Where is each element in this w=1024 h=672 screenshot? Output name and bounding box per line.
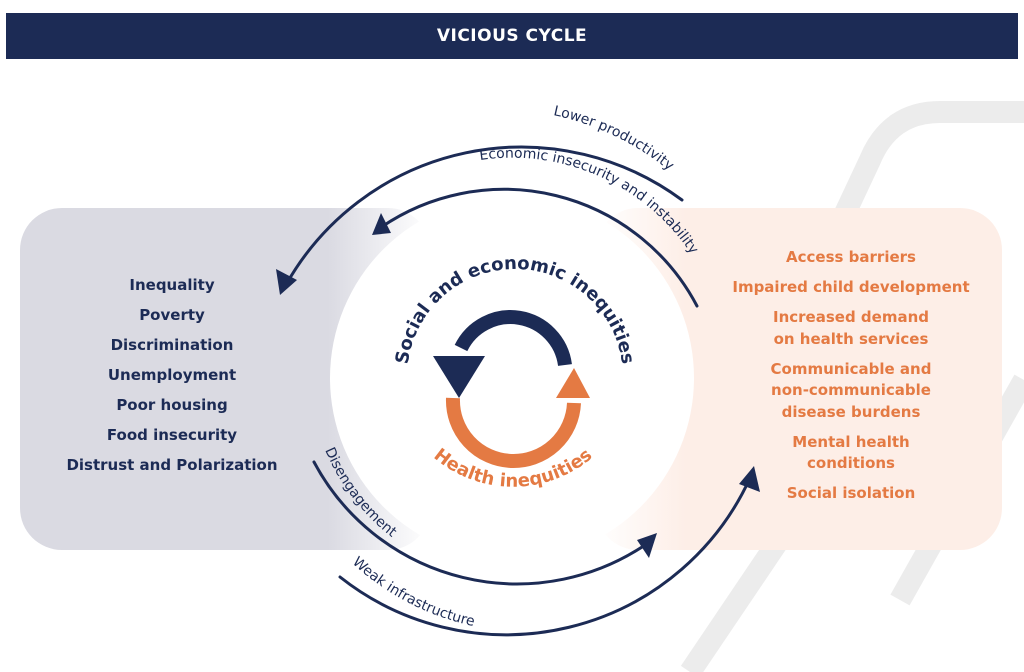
right-box xyxy=(596,208,1002,550)
cycle-arrowhead-navy xyxy=(433,356,485,398)
header-title: VICIOUS CYCLE xyxy=(436,26,588,46)
arrow-lower-productivity xyxy=(285,145,684,285)
left-item-poverty: Poverty xyxy=(139,306,205,324)
left-factor-list: Inequality Poverty Discrimination Unempl… xyxy=(44,275,300,485)
arrowhead-weak-infrastructure xyxy=(739,466,760,492)
left-item-food-insecurity: Food insecurity xyxy=(106,426,238,444)
arrowhead-economic-insecurity xyxy=(372,213,391,235)
right-item-health-demand: Increased demand on health services xyxy=(773,308,929,348)
arrowhead-lower-productivity xyxy=(276,269,297,295)
left-item-unemployment: Unemployment xyxy=(107,366,237,384)
arrow-disengagement xyxy=(312,460,650,586)
cycle-arrow-orange xyxy=(445,397,581,468)
right-item-mental-health: Mental health conditions xyxy=(792,432,910,473)
left-item-poor-housing: Poor housing xyxy=(116,396,228,414)
arrow-economic-insecurity xyxy=(378,187,699,308)
right-item-access-barriers: Access barriers xyxy=(786,248,916,266)
right-item-disease-burdens: Communicable and non-communicable diseas… xyxy=(770,359,932,421)
arrow-weak-infrastructure xyxy=(338,476,752,637)
left-item-discrimination: Discrimination xyxy=(110,336,234,354)
left-item-distrust: Distrust and Polarization xyxy=(66,456,278,474)
right-item-social-isolation: Social isolation xyxy=(786,484,916,502)
left-box xyxy=(20,208,430,550)
cycle-arrowhead-orange xyxy=(556,368,590,398)
cycle-arrow-navy xyxy=(454,310,572,367)
header-banner: VICIOUS CYCLE xyxy=(6,13,1018,59)
right-factor-list: Access barriers Impaired child developme… xyxy=(730,247,972,513)
left-item-inequality: Inequality xyxy=(129,276,215,294)
arrowhead-disengagement xyxy=(637,533,657,558)
center-circle xyxy=(330,196,694,560)
right-item-child-development: Impaired child development xyxy=(732,278,970,296)
